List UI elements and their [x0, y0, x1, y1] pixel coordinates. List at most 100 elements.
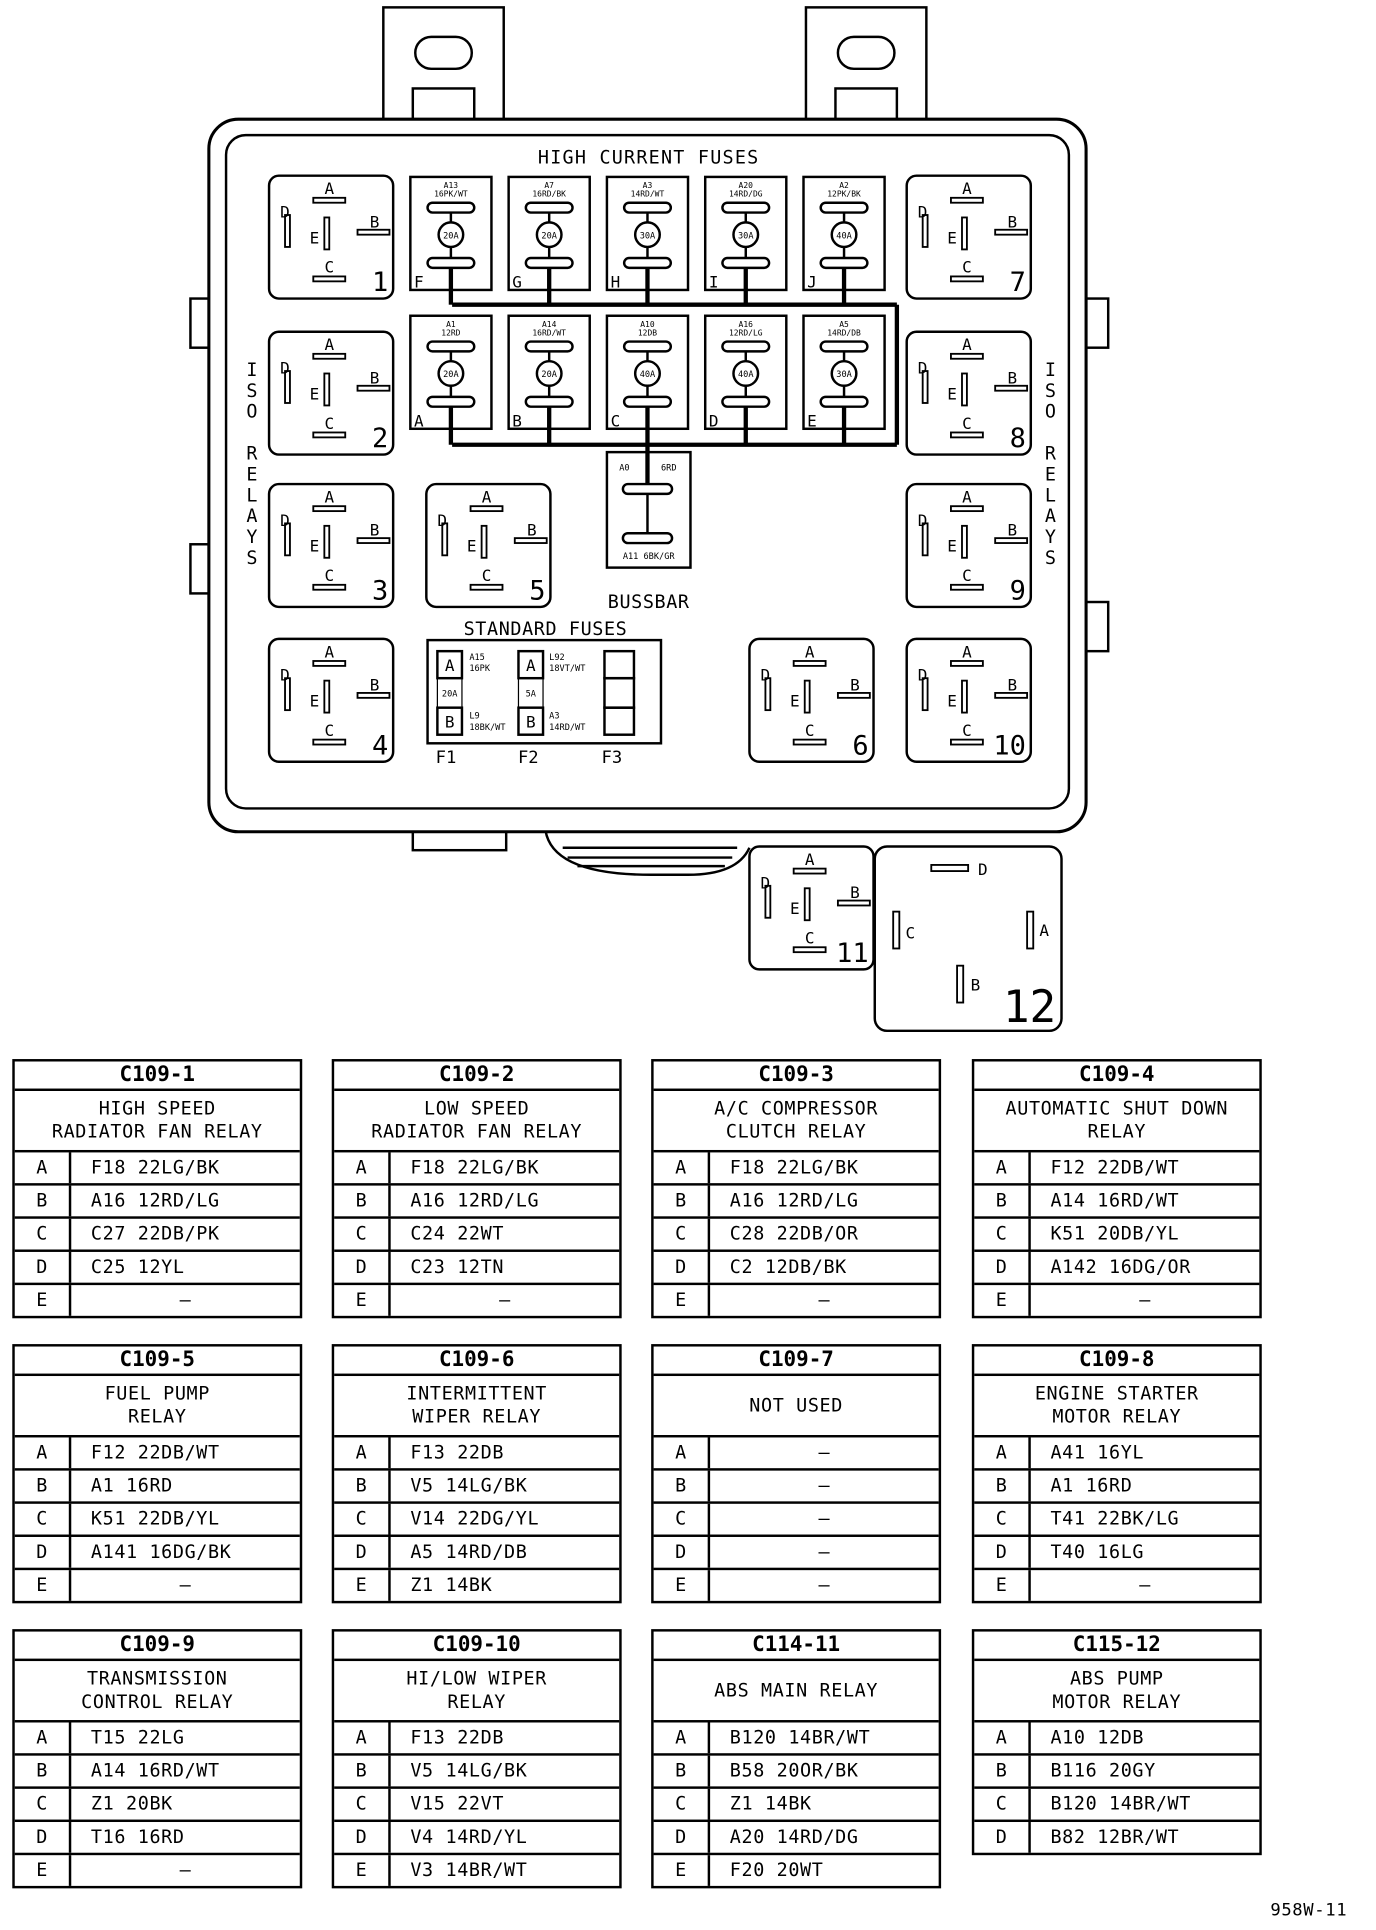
- pin-letter: B: [15, 1470, 72, 1502]
- pin-row: E–: [334, 1285, 619, 1316]
- svg-text:A: A: [805, 642, 815, 661]
- wire-code: C27 22DB/PK: [90, 1222, 220, 1245]
- pin-row: E–: [654, 1285, 939, 1316]
- wire-code: –: [818, 1507, 831, 1530]
- svg-text:A: A: [805, 850, 815, 869]
- svg-text:40A: 40A: [640, 370, 656, 380]
- wire-code: C28 22DB/OR: [729, 1222, 859, 1245]
- pin-letter: A: [15, 1152, 72, 1184]
- svg-text:B: B: [850, 675, 860, 694]
- connector-id: C109-8: [974, 1347, 1260, 1377]
- pin-letter: A: [334, 1152, 391, 1184]
- wire-code: –: [818, 1540, 831, 1563]
- wire-code: T16 16RD: [90, 1825, 185, 1848]
- pin-row: D C23 12TN: [334, 1251, 620, 1286]
- svg-text:20A: 20A: [443, 231, 459, 241]
- pin-letter: D: [334, 1251, 391, 1283]
- wire-code: Z1 14BK: [410, 1573, 493, 1596]
- pin-letter: E: [654, 1570, 711, 1601]
- wire-code: Z1 20BK: [90, 1792, 173, 1815]
- wire-code: F12 22DB/WT: [1050, 1156, 1180, 1179]
- pin-row: E–: [15, 1570, 300, 1601]
- svg-text:D: D: [918, 202, 928, 221]
- wire-code: –: [179, 1858, 192, 1881]
- connector-id: C109-9: [14, 1632, 300, 1662]
- connector-id: C109-7: [653, 1347, 939, 1377]
- wire-code: C25 12YL: [90, 1255, 185, 1278]
- svg-text:D: D: [761, 873, 771, 892]
- svg-text:40A: 40A: [738, 370, 754, 380]
- pin-letter: B: [334, 1755, 391, 1787]
- wire-code: F13 22DB: [410, 1726, 505, 1749]
- relay-11-number: 11: [836, 938, 869, 969]
- pin-letter: D: [654, 1251, 711, 1283]
- pin-letter: B: [654, 1470, 711, 1502]
- pin-row: B–: [653, 1470, 939, 1504]
- svg-text:D: D: [280, 511, 290, 530]
- svg-text:D: D: [918, 358, 928, 377]
- wire-code: F18 22LG/BK: [410, 1156, 540, 1179]
- wire-code: A16 12RD/LG: [410, 1189, 540, 1212]
- wire-code: A141 16DG/BK: [90, 1540, 232, 1563]
- svg-text:A: A: [962, 335, 972, 354]
- figure-id: 958W-11: [1270, 1900, 1348, 1921]
- wire-code: C23 12TN: [410, 1255, 505, 1278]
- pin-letter: E: [15, 1570, 72, 1601]
- svg-text:B: B: [1007, 521, 1017, 540]
- relay-12: D C A B 12: [873, 845, 1063, 1033]
- svg-text:14RD/WT: 14RD/WT: [631, 190, 665, 199]
- svg-text:D: D: [280, 202, 290, 221]
- pin-letter: A: [654, 1722, 711, 1754]
- svg-text:D: D: [978, 860, 988, 879]
- pin-letter: E: [334, 1570, 391, 1601]
- svg-text:D: D: [918, 511, 928, 530]
- svg-text:B: B: [370, 368, 380, 387]
- svg-text:A3: A3: [643, 181, 653, 190]
- relay-9-number: 9: [1010, 576, 1026, 607]
- bus-wiring: [452, 302, 900, 447]
- pin-letter: D: [334, 1536, 391, 1568]
- wire-code: –: [179, 1288, 192, 1311]
- mounting-tabs: [189, 6, 1110, 876]
- wire-code: A41 16YL: [1050, 1441, 1145, 1464]
- pin-letter: D: [334, 1822, 391, 1853]
- wire-code: V4 14RD/YL: [410, 1825, 528, 1848]
- wire-code: Z1 14BK: [729, 1792, 812, 1815]
- pin-row: D–: [653, 1536, 939, 1571]
- bussbar-bottom-wire: A11 6BK/GR: [623, 552, 676, 562]
- svg-text:A20: A20: [739, 181, 754, 190]
- fuse-f3-label: F3: [601, 748, 622, 768]
- svg-text:E: E: [947, 537, 957, 556]
- pin-letter: D: [15, 1536, 72, 1568]
- pin-letter: A: [334, 1437, 391, 1469]
- svg-text:E: E: [790, 899, 800, 918]
- pin-letter: D: [15, 1251, 72, 1283]
- relay-function: NOT USED: [653, 1376, 939, 1438]
- pin-row: E–: [974, 1285, 1259, 1316]
- wire-code: –: [818, 1441, 831, 1464]
- pin-letter: E: [15, 1855, 72, 1886]
- svg-text:D: D: [761, 666, 771, 685]
- relay-function: ABS MAIN RELAY: [653, 1661, 939, 1723]
- svg-text:C: C: [611, 411, 621, 430]
- svg-text:A14: A14: [542, 320, 557, 329]
